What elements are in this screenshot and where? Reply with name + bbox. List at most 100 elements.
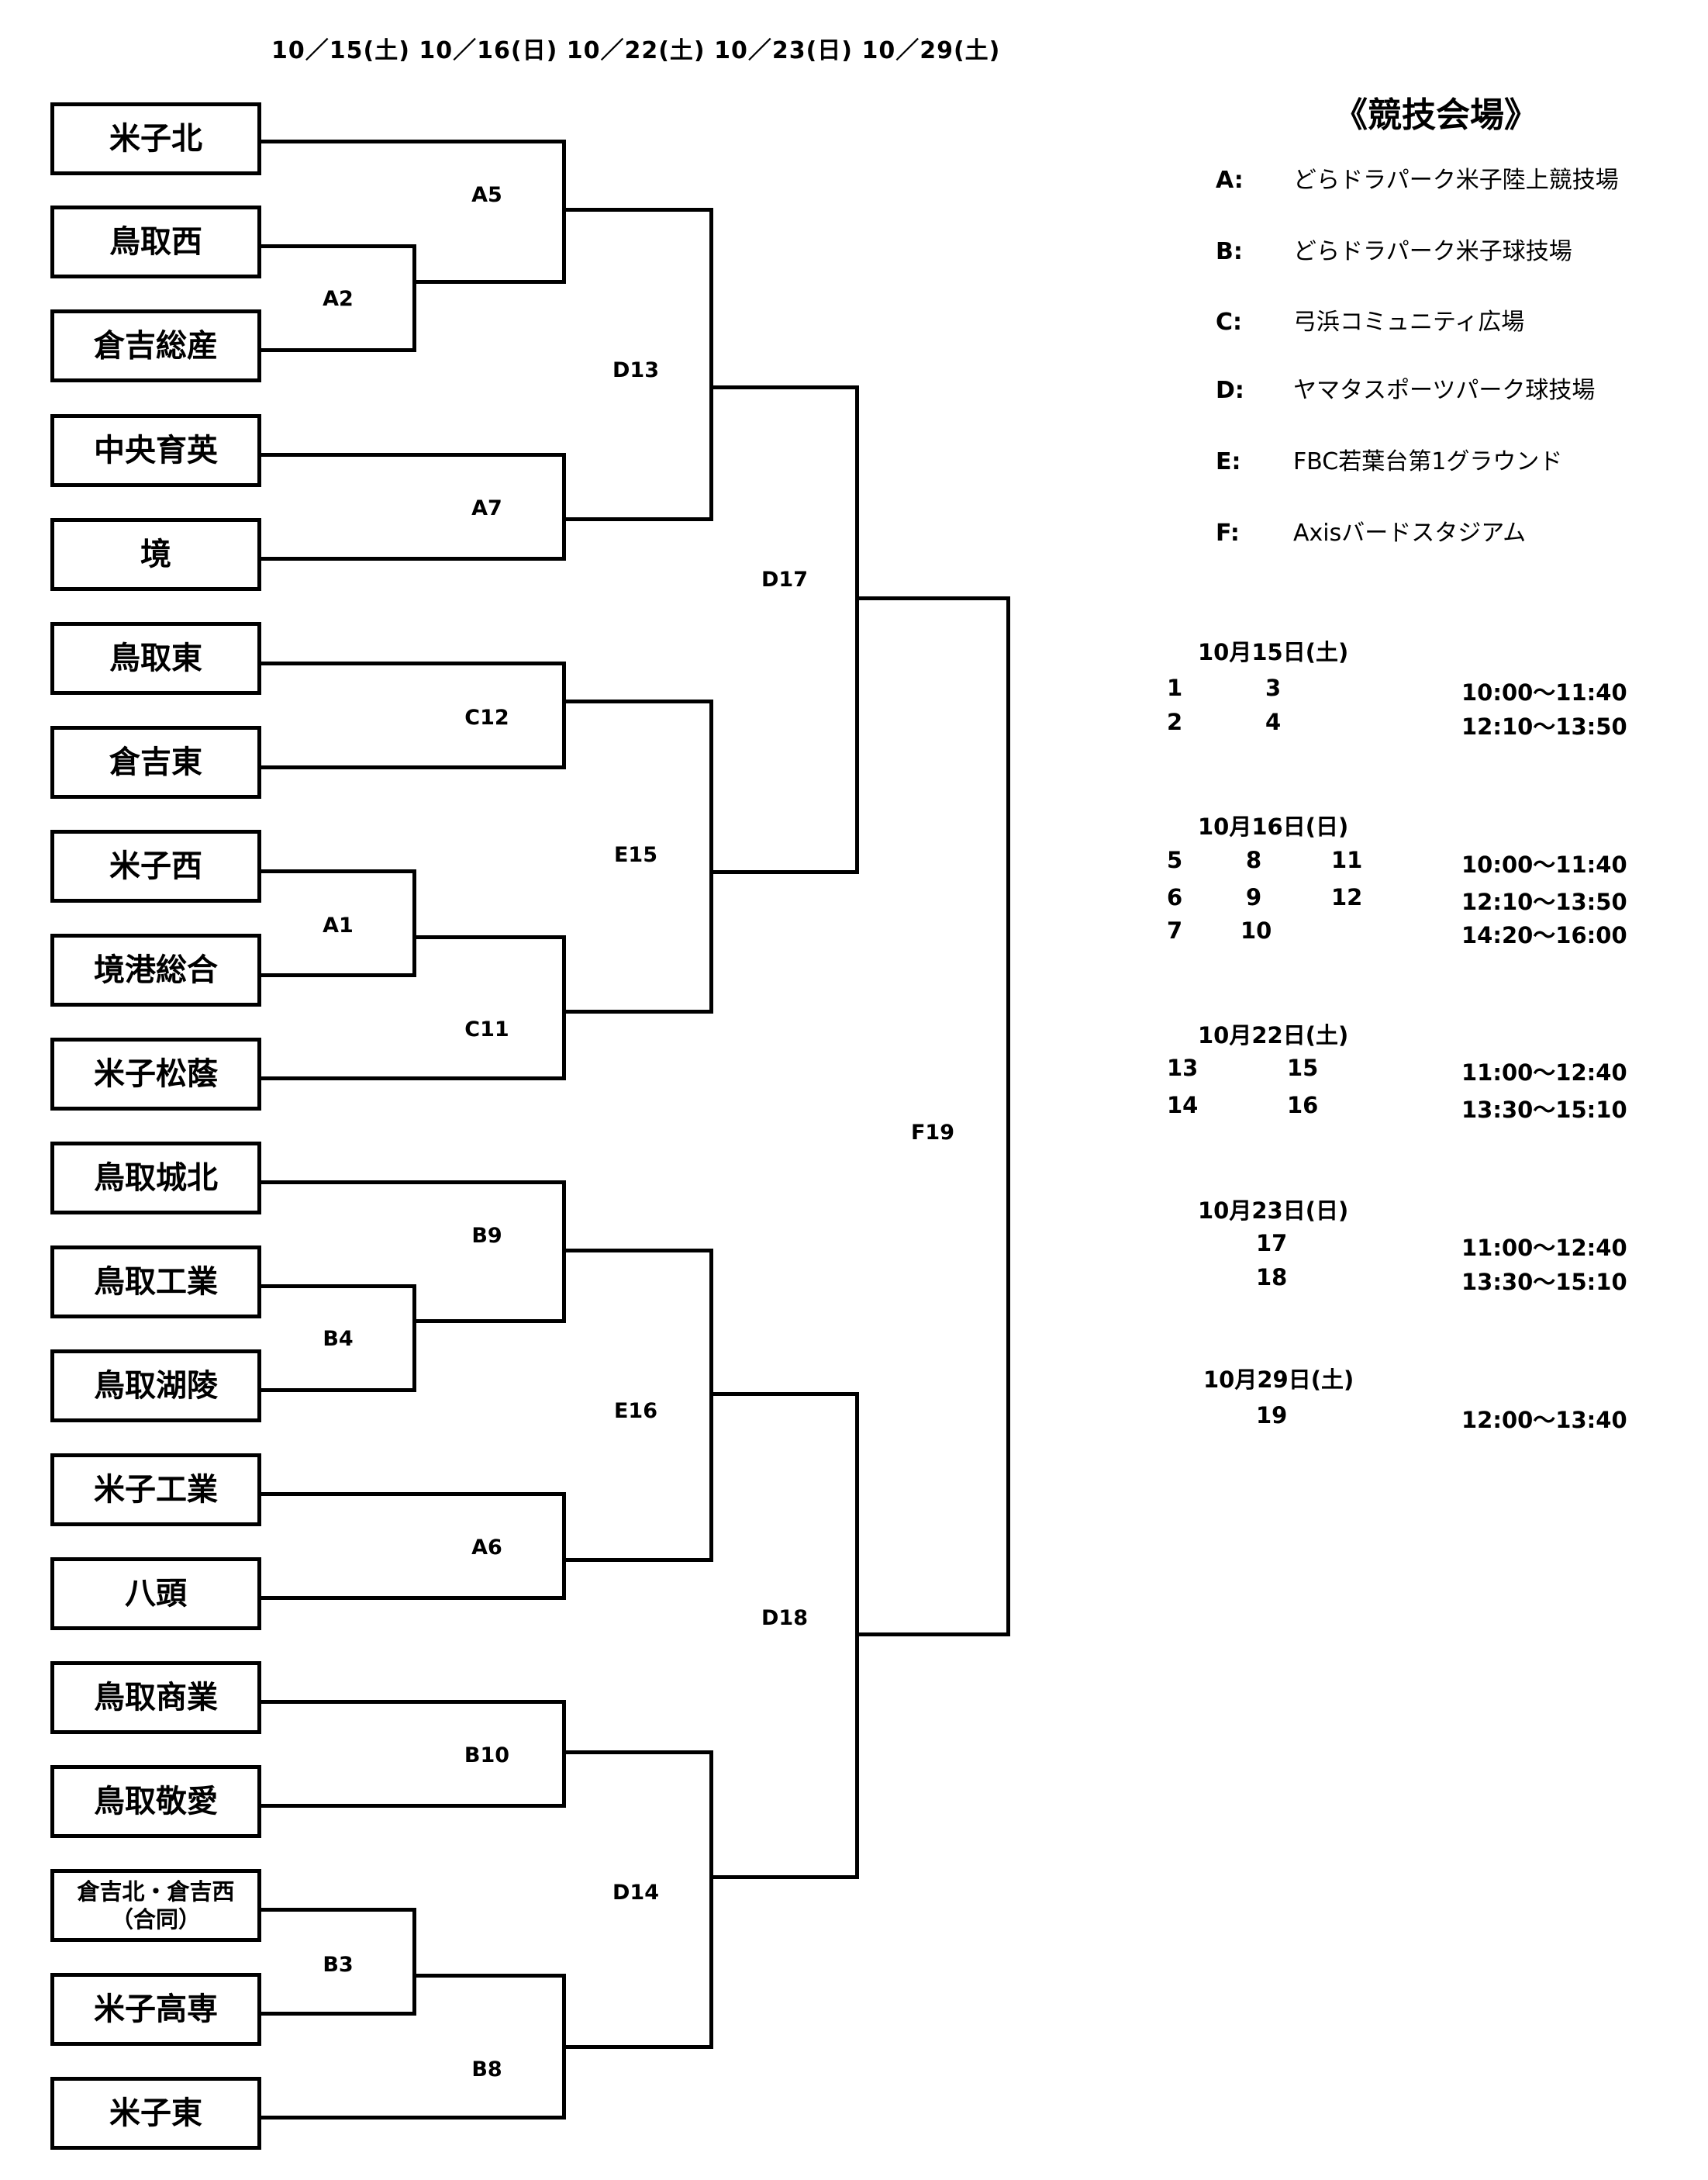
venue-name: どらドラパーク米子陸上競技場 xyxy=(1293,167,1619,194)
schedule-match-1: 2 xyxy=(1167,709,1183,735)
schedule-time: 12:00～13:40 xyxy=(1461,1407,1627,1433)
schedule-time: 10:00～11:40 xyxy=(1461,852,1627,878)
bracket-line xyxy=(261,140,566,143)
team-box: 米子西 xyxy=(50,830,261,903)
venue-name: ヤマタスポーツパーク球技場 xyxy=(1293,377,1596,404)
bracket-line xyxy=(412,1908,416,2016)
bracket-line xyxy=(412,869,416,977)
bracket-line xyxy=(261,453,566,457)
bracket-line xyxy=(412,280,566,284)
bracket-line xyxy=(562,1492,566,1600)
venue-name: どらドラパーク米子球技場 xyxy=(1293,238,1572,265)
schedule-date: 10月16日(日) xyxy=(1198,814,1349,840)
team-box: 鳥取湖陵 xyxy=(50,1349,261,1422)
match-label: A5 xyxy=(471,183,502,207)
bracket-line xyxy=(412,1974,566,1978)
team-box: 鳥取敬愛 xyxy=(50,1765,261,1838)
team-box: 鳥取城北 xyxy=(50,1142,261,1214)
schedule-match-1: 7 xyxy=(1167,917,1183,944)
bracket-line xyxy=(261,765,566,769)
bracket-line xyxy=(261,244,416,248)
schedule-date: 10月23日(日) xyxy=(1198,1197,1349,1224)
schedule-time: 13:30～15:10 xyxy=(1461,1097,1627,1123)
team-box: 倉吉北・倉吉西 （合同） xyxy=(50,1869,261,1942)
match-label: B3 xyxy=(323,1953,354,1977)
bracket-line xyxy=(261,662,566,665)
bracket-line xyxy=(709,1750,713,2049)
team-box: 鳥取西 xyxy=(50,206,261,278)
bracket-line xyxy=(562,2045,713,2049)
match-label: E16 xyxy=(613,1399,658,1423)
venue-name: FBC若葉台第1グラウンド xyxy=(1293,448,1563,475)
schedule-match-1: 5 xyxy=(1167,847,1183,873)
match-label: C12 xyxy=(464,706,509,730)
venue-item: F: Axisバードスタジアム xyxy=(1216,513,1526,548)
match-label: B8 xyxy=(471,2057,502,2082)
team-box: 米子北 xyxy=(50,102,261,175)
bracket-line xyxy=(562,140,566,284)
match-label: F19 xyxy=(910,1121,955,1145)
venue-name: 弓浜コミュニティ広場 xyxy=(1293,309,1525,336)
venue-code: C: xyxy=(1216,309,1243,336)
schedule-match-2: 17 xyxy=(1256,1230,1288,1256)
bracket-line xyxy=(709,208,713,521)
bracket-line xyxy=(261,1180,566,1184)
bracket-line xyxy=(261,1908,416,1912)
schedule-time: 10:00～11:40 xyxy=(1461,679,1627,706)
venue-item: B: どらドラパーク米子球技場 xyxy=(1216,232,1572,266)
schedule-match-1: 6 xyxy=(1167,884,1183,910)
schedule-date: 10月29日(土) xyxy=(1203,1366,1354,1393)
bracket-line xyxy=(562,700,713,703)
bracket-line xyxy=(261,973,416,977)
team-box: 倉吉東 xyxy=(50,726,261,799)
schedule-time: 13:30～15:10 xyxy=(1461,1269,1627,1295)
bracket-line xyxy=(261,348,416,352)
match-label: E15 xyxy=(613,843,658,867)
bracket-line xyxy=(855,1632,1010,1636)
team-box: 米子高専 xyxy=(50,1973,261,2046)
bracket-line xyxy=(562,453,566,561)
venue-item: E:FBC若葉台第1グラウンド xyxy=(1216,442,1562,476)
bracket-line xyxy=(709,1249,713,1562)
bracket-line xyxy=(261,869,416,873)
bracket-line xyxy=(562,1249,713,1252)
schedule-match-2: 8 xyxy=(1246,847,1262,873)
venue-item: A: どらドラパーク米子陸上競技場 xyxy=(1216,161,1619,195)
bracket-line xyxy=(261,557,566,561)
bracket-line xyxy=(562,517,713,521)
schedule-date: 10月22日(土) xyxy=(1198,1022,1349,1049)
bracket-line xyxy=(562,1010,713,1014)
schedule-match-2: 4 xyxy=(1265,709,1282,735)
venue-code: A: xyxy=(1216,167,1244,194)
schedule-match-1: 1 xyxy=(1167,675,1183,701)
team-box: 鳥取工業 xyxy=(50,1245,261,1318)
schedule-match-2: 18 xyxy=(1256,1264,1288,1290)
team-box: 鳥取商業 xyxy=(50,1661,261,1734)
schedule-match-1: 14 xyxy=(1167,1092,1199,1118)
bracket-line xyxy=(855,385,859,874)
schedule-match-2: 19 xyxy=(1256,1402,1288,1429)
schedule-time: 12:10～13:50 xyxy=(1461,889,1627,915)
venue-code: B: xyxy=(1216,238,1243,265)
bracket-line xyxy=(1006,596,1010,1636)
venue-item: C: 弓浜コミュニティ広場 xyxy=(1216,302,1524,337)
bracket-line xyxy=(562,1558,713,1562)
bracket-line xyxy=(261,2012,416,2016)
schedule-match-2: 16 xyxy=(1287,1092,1319,1118)
team-box: 倉吉総産 xyxy=(50,309,261,382)
team-box: 中央育英 xyxy=(50,414,261,487)
venue-code: F: xyxy=(1216,520,1240,547)
bracket-line xyxy=(261,1076,566,1080)
venue-item: D: ヤマタスポーツパーク球技場 xyxy=(1216,371,1595,405)
bracket-line xyxy=(261,1700,566,1704)
bracket-line xyxy=(562,662,566,769)
match-label: D14 xyxy=(612,1881,659,1905)
bracket-line xyxy=(261,1492,566,1496)
schedule-date: 10月15日(土) xyxy=(1198,639,1349,665)
schedule-time: 11:00～12:40 xyxy=(1461,1059,1627,1086)
bracket-line xyxy=(261,1596,566,1600)
venue-name: Axisバードスタジアム xyxy=(1293,520,1527,547)
venue-code: D: xyxy=(1216,377,1244,404)
bracket-line xyxy=(261,1284,416,1288)
bracket-line xyxy=(709,700,713,1014)
